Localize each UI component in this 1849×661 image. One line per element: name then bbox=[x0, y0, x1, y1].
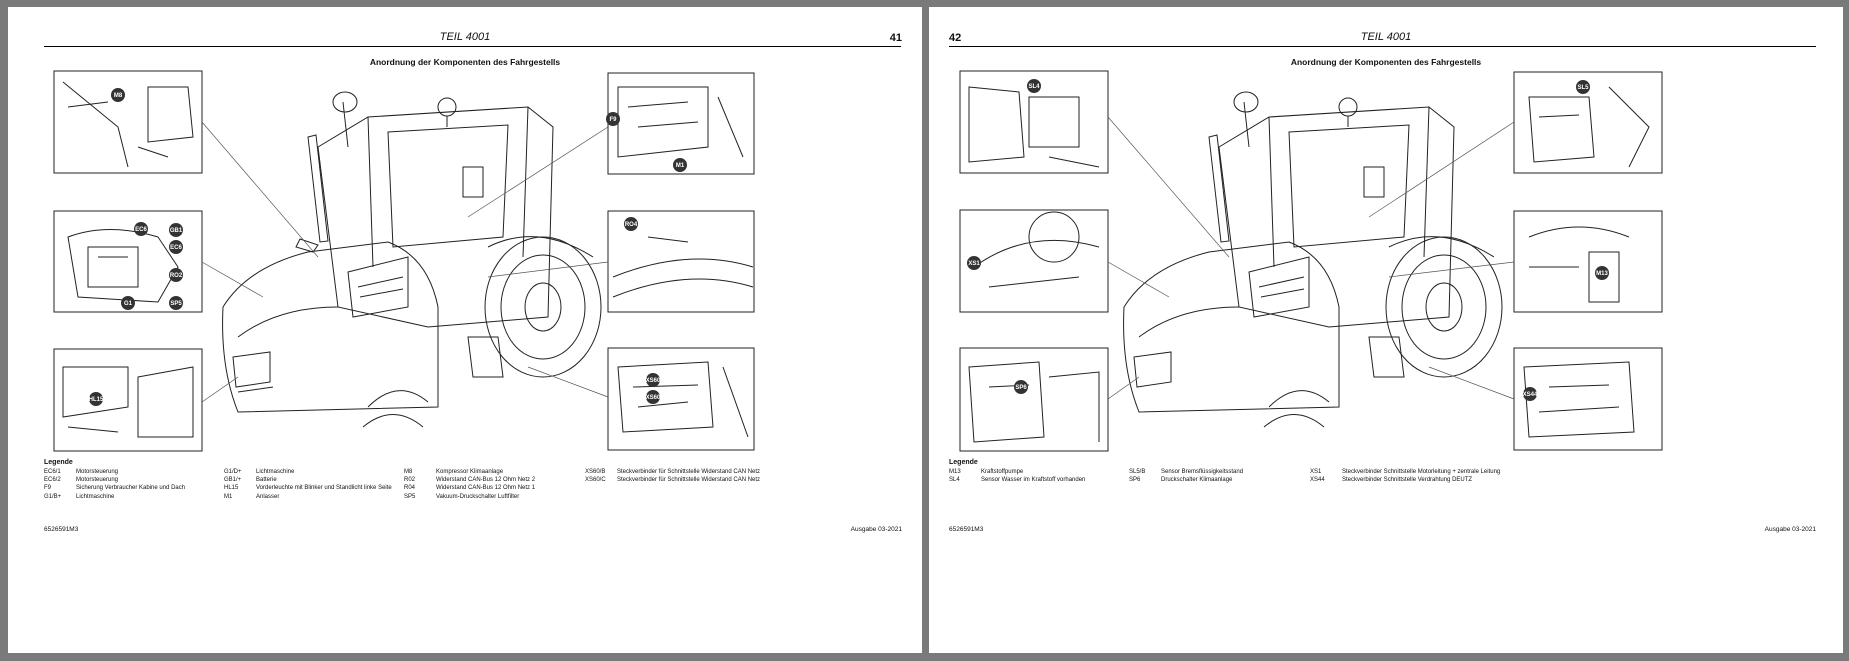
callout-badge: M13 bbox=[1595, 266, 1609, 280]
header-rule bbox=[44, 46, 901, 47]
inset-xs44 bbox=[1513, 347, 1663, 451]
header-title: TEIL 4001 bbox=[439, 31, 491, 43]
page-number: 42 bbox=[949, 32, 962, 44]
callout-label: XS60 bbox=[646, 378, 661, 384]
callout-badge: SL4 bbox=[1027, 79, 1041, 93]
legend-row: G1/B+Lichtmaschine bbox=[44, 493, 115, 500]
legend-title: Legende bbox=[949, 459, 978, 466]
inset-m13 bbox=[1513, 210, 1663, 313]
callout-label: M8 bbox=[114, 93, 123, 99]
callout-label: EC6 bbox=[135, 227, 147, 233]
footer-edition: Ausgabe 03-2021 bbox=[1764, 526, 1816, 533]
inset-sp6 bbox=[959, 347, 1109, 452]
callout-badge: M8 bbox=[111, 88, 125, 102]
tractor-illustration bbox=[1123, 91, 1503, 428]
legend-row: G1/D+Lichtmaschine bbox=[224, 469, 295, 475]
callout-label: RO2 bbox=[170, 273, 183, 279]
callout-label: SP6 bbox=[1015, 385, 1027, 391]
header-title: TEIL 4001 bbox=[1360, 31, 1412, 43]
callout-label: F9 bbox=[609, 117, 617, 123]
callout-label: SL5 bbox=[1577, 85, 1589, 91]
inset-sl5 bbox=[1513, 71, 1663, 174]
inset-xs1 bbox=[959, 209, 1109, 313]
callout-label: SL4 bbox=[1028, 84, 1040, 90]
callout-label: M1 bbox=[676, 163, 685, 169]
callout-badge: RO2 bbox=[169, 268, 183, 282]
inset-ecu bbox=[53, 210, 203, 313]
tractor-illustration bbox=[222, 91, 602, 428]
callout-label: SP5 bbox=[170, 301, 182, 307]
callout-label: RO4 bbox=[625, 222, 638, 228]
page-number: 41 bbox=[889, 32, 902, 44]
callout-label: XS44 bbox=[1523, 392, 1538, 398]
callout-label: GB1 bbox=[170, 228, 183, 234]
callout-badge: M1 bbox=[673, 158, 687, 172]
callout-label: XS1 bbox=[968, 261, 980, 267]
callout-badge: XS60 bbox=[646, 373, 661, 387]
callout-badge: EC6 bbox=[169, 240, 183, 254]
footer-doc-number: 6526591M3 bbox=[949, 526, 984, 533]
manual-page-41: TEIL 4001 41 Anordnung der Komponenten d… bbox=[8, 7, 922, 653]
callout-label: XS60 bbox=[646, 395, 661, 401]
callout-badge: RO4 bbox=[624, 217, 638, 231]
inset-sl4 bbox=[959, 70, 1109, 174]
footer-doc-number: 6526591M3 bbox=[44, 526, 79, 533]
inset-m8 bbox=[53, 70, 203, 174]
callout-badge: SP5 bbox=[169, 296, 183, 310]
inset-hl15 bbox=[53, 348, 203, 452]
callout-badge: XS60 bbox=[646, 390, 661, 404]
callout-badge: F9 bbox=[606, 112, 620, 126]
callout-badge: G1 bbox=[121, 296, 135, 310]
manual-page-42: TEIL 4001 42 Anordnung der Komponenten d… bbox=[929, 7, 1843, 653]
page-subtitle: Anordnung der Komponenten des Fahrgestel… bbox=[1290, 57, 1482, 67]
callout-label: EC6 bbox=[170, 245, 182, 251]
callout-badge: XS1 bbox=[967, 256, 981, 270]
tractor-component-diagram: M8 F9 M1 HL15 EC6 GB1 EC6 RO2 SP5 RO4 G1… bbox=[53, 70, 755, 452]
callout-badge: XS44 bbox=[1523, 387, 1538, 401]
header-rule bbox=[949, 46, 1816, 47]
callout-badge: HL15 bbox=[89, 392, 104, 406]
footer-edition: Ausgabe 03-2021 bbox=[850, 526, 902, 533]
inset-ro4 bbox=[607, 210, 755, 313]
callout-badge: GB1 bbox=[169, 223, 183, 237]
callout-label: M13 bbox=[1596, 271, 1608, 277]
legend-row: GB1/+Batterie bbox=[224, 477, 277, 484]
legend-title: Legende bbox=[44, 459, 73, 466]
page-subtitle: Anordnung der Komponenten des Fahrgestel… bbox=[369, 57, 561, 67]
callout-label: G1 bbox=[124, 301, 133, 307]
tractor-component-diagram: SL4 XS1 SP6 SL5 M13 XS44 bbox=[959, 70, 1663, 452]
callout-badge: EC6 bbox=[134, 222, 148, 236]
callout-badge: SP6 bbox=[1014, 380, 1028, 394]
inset-xs60 bbox=[607, 347, 755, 451]
callout-badge: SL5 bbox=[1576, 80, 1590, 94]
callout-label: HL15 bbox=[89, 397, 104, 403]
